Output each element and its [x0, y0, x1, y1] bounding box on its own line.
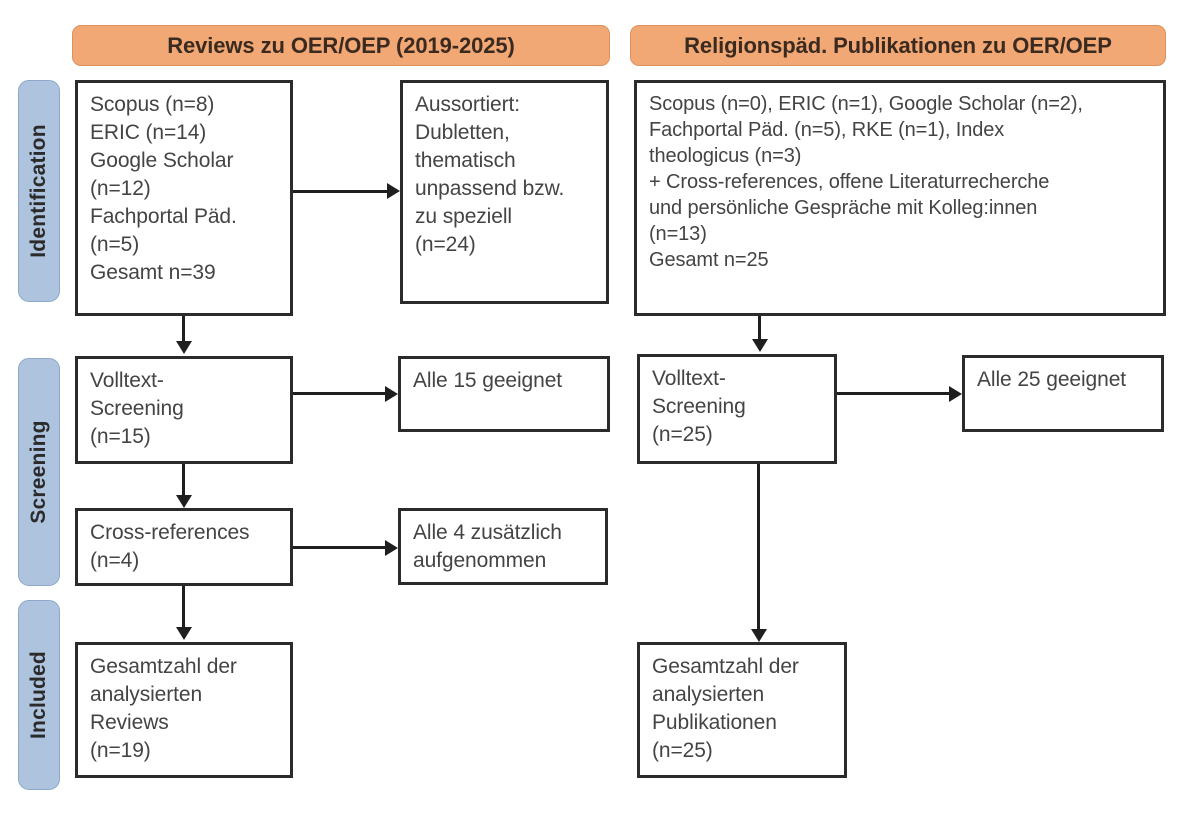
arrowhead-right-screening-to-result [949, 386, 962, 402]
arrowhead-left-screening-to-result [385, 386, 398, 402]
arrowhead-left-identification-to-excluded [387, 183, 400, 199]
box-left-screening-result-text: Alle 15 geeignet [413, 369, 563, 392]
box-right-screening: Volltext- Screening (n=25) [637, 354, 837, 464]
column-header-publikationen-label: Religionspäd. Publikationen zu OER/OEP [684, 32, 1112, 58]
column-header-publikationen: Religionspäd. Publikationen zu OER/OEP [630, 25, 1166, 66]
connector-right-identification-to-screening [758, 316, 761, 342]
box-right-screening-result-text: Alle 25 geeignet [977, 368, 1127, 391]
stage-label-included: Included [27, 651, 50, 739]
arrowhead-left-crossrefs-to-included [176, 627, 192, 640]
arrowhead-right-screening-to-included [751, 629, 767, 642]
box-left-crossrefs-text: Cross-references (n=4) [90, 521, 250, 572]
box-left-screening-text: Volltext- Screening (n=15) [90, 369, 184, 448]
connector-left-identification-to-screening [182, 316, 185, 344]
stage-label-screening: Screening [27, 420, 50, 524]
box-left-excluded: Aussortiert: Dubletten, thematisch unpas… [400, 80, 609, 304]
connector-left-crossrefs-to-result [293, 546, 385, 549]
box-right-included-text: Gesamtzahl der analysierten Publikatione… [652, 655, 799, 762]
box-right-screening-text: Volltext- Screening (n=25) [652, 367, 746, 446]
box-left-identification-text: Scopus (n=8) ERIC (n=14) Google Scholar … [90, 93, 237, 284]
connector-right-screening-to-result [837, 392, 949, 395]
connector-left-screening-to-crossrefs [182, 464, 185, 498]
connector-left-screening-to-result [293, 392, 385, 395]
connector-left-identification-to-excluded [293, 190, 387, 193]
box-left-screening: Volltext- Screening (n=15) [75, 356, 293, 464]
box-left-crossrefs-result-text: Alle 4 zusätzlich aufgenommen [413, 521, 562, 572]
box-right-included: Gesamtzahl der analysierten Publikatione… [637, 642, 847, 778]
arrowhead-right-identification-to-screening [752, 339, 768, 352]
box-left-crossrefs: Cross-references (n=4) [75, 508, 293, 586]
arrowhead-left-crossrefs-to-result [385, 540, 398, 556]
box-left-crossrefs-result: Alle 4 zusätzlich aufgenommen [398, 508, 608, 585]
connector-left-crossrefs-to-included [182, 586, 185, 630]
box-left-screening-result: Alle 15 geeignet [398, 356, 610, 432]
arrowhead-left-screening-to-crossrefs [176, 495, 192, 508]
box-right-identification: Scopus (n=0), ERIC (n=1), Google Scholar… [634, 80, 1166, 316]
box-right-identification-text: Scopus (n=0), ERIC (n=1), Google Scholar… [649, 93, 1083, 271]
box-left-included-text: Gesamtzahl der analysierten Reviews (n=1… [90, 655, 237, 762]
column-header-reviews-label: Reviews zu OER/OEP (2019-2025) [167, 32, 515, 58]
column-header-reviews: Reviews zu OER/OEP (2019-2025) [72, 25, 610, 66]
arrowhead-left-identification-to-screening [176, 341, 192, 354]
stage-label-identification: Identification [27, 124, 50, 258]
connector-right-screening-to-included [757, 464, 760, 632]
stage-pill-included: Included [18, 600, 60, 790]
box-left-included: Gesamtzahl der analysierten Reviews (n=1… [75, 642, 293, 778]
box-right-screening-result: Alle 25 geeignet [962, 355, 1164, 432]
stage-pill-screening: Screening [18, 358, 60, 586]
box-left-excluded-text: Aussortiert: Dubletten, thematisch unpas… [415, 93, 565, 256]
stage-pill-identification: Identification [18, 80, 60, 302]
box-left-identification: Scopus (n=8) ERIC (n=14) Google Scholar … [75, 80, 293, 316]
